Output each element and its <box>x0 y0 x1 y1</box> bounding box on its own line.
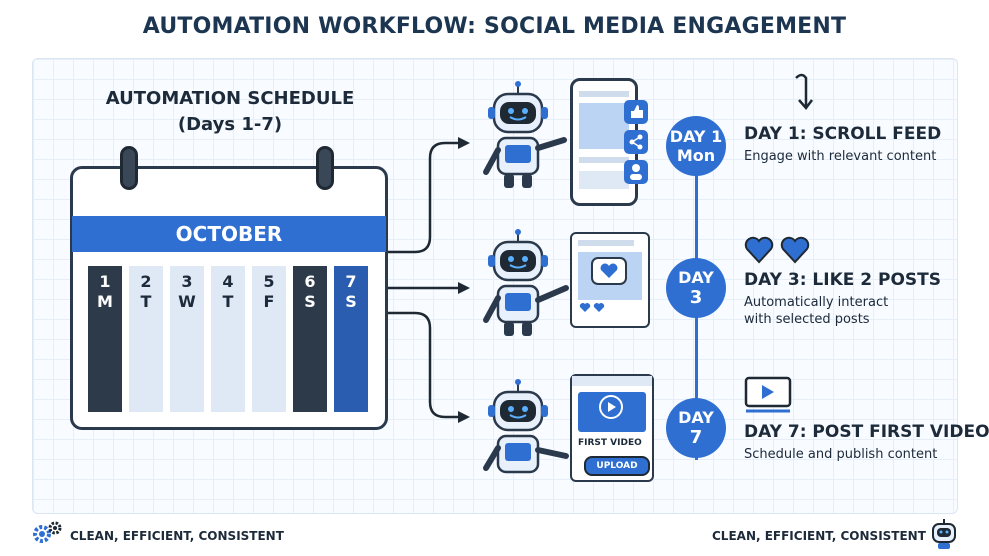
heart-bubble-icon <box>591 257 627 285</box>
day7-badge: DAY 7 <box>666 398 726 458</box>
day-number: 4 <box>222 272 234 291</box>
day-letter: W <box>178 292 196 311</box>
schedule-heading: AUTOMATION SCHEDULE (Days 1-7) <box>80 86 380 138</box>
day-number: 6 <box>304 272 316 291</box>
day-letter: T <box>140 292 152 311</box>
calendar-ring-right <box>316 146 334 190</box>
calendar-ring-left <box>120 146 138 190</box>
day3-badge: DAY 3 <box>666 258 726 318</box>
video-caption: FIRST VIDEO <box>578 438 642 448</box>
day-number: 1 <box>99 272 111 291</box>
share-icon <box>624 130 648 154</box>
play-icon <box>599 395 623 419</box>
day-number: 7 <box>345 272 357 291</box>
step-desc-day3-line2: with selected posts <box>744 312 870 327</box>
arrow-to-day1 <box>388 141 460 254</box>
step-title-day7: DAY 7: POST FIRST VIDEO <box>744 422 989 442</box>
step-desc-day7: Schedule and publish content <box>744 447 938 462</box>
robot-head-icon <box>932 519 956 549</box>
step-desc-day3-line1: Automatically interact <box>744 295 889 310</box>
footer-left-text: CLEAN, EFFICIENT, CONSISTENT <box>70 529 284 543</box>
step-title-day1: DAY 1: SCROLL FEED <box>744 124 942 144</box>
day-letter: F <box>263 292 275 311</box>
calendar-day-1: 1 M <box>88 266 122 412</box>
video-icon <box>744 376 792 413</box>
upload-button[interactable]: UPLOAD <box>584 456 650 476</box>
day-number: 2 <box>140 272 152 291</box>
hearts-icon <box>744 236 810 264</box>
day-letter: S <box>345 292 357 311</box>
calendar-day-2: 2 T <box>129 266 163 412</box>
calendar-month: OCTOBER <box>72 216 386 252</box>
robot-icon <box>483 81 567 188</box>
feed-post <box>579 171 629 189</box>
gears-icon <box>33 521 62 543</box>
arrow-down-icon <box>795 73 813 110</box>
calendar-day-7: 7 S <box>334 266 368 412</box>
step-title-day3: DAY 3: LIKE 2 POSTS <box>744 270 942 290</box>
calendar-day-6: 6 S <box>293 266 327 412</box>
day-letter: S <box>304 292 316 311</box>
feed-line <box>579 91 629 97</box>
feed-image <box>579 103 629 149</box>
arrowhead-day7 <box>458 411 470 423</box>
arrowhead-day1 <box>458 137 470 149</box>
calendar-day-5: 5 F <box>252 266 286 412</box>
badge-line: DAY <box>678 407 714 427</box>
calendar-day-4: 4 T <box>211 266 245 412</box>
badge-line: Mon <box>676 146 716 165</box>
schedule-title: AUTOMATION SCHEDULE <box>105 88 355 109</box>
calendar-day-3: 3 W <box>170 266 204 412</box>
day-letter: T <box>222 292 234 311</box>
social-actions <box>624 100 648 184</box>
day-number: 3 <box>181 272 193 291</box>
footer-right-text: CLEAN, EFFICIENT, CONSISTENT <box>712 529 926 543</box>
small-hearts-icon <box>579 303 605 312</box>
feed-line <box>579 157 629 163</box>
schedule-subtitle: (Days 1-7) <box>177 114 283 135</box>
day1-badge: DAY 1 Mon <box>666 116 726 176</box>
badge-line: DAY 1 <box>669 127 723 146</box>
badge-line: DAY <box>678 267 714 287</box>
step-desc-day1: Engage with relevant content <box>744 149 937 164</box>
badge-line: 3 <box>689 286 703 308</box>
window-bar <box>572 376 652 386</box>
video-thumbnail <box>578 392 646 432</box>
day-number: 5 <box>263 272 275 291</box>
video-card: FIRST VIDEO UPLOAD <box>570 374 654 482</box>
robot-icon <box>483 379 569 474</box>
arrowhead-day3 <box>458 282 470 294</box>
robot-icon <box>483 229 569 336</box>
page-title: AUTOMATION WORKFLOW: SOCIAL MEDIA ENGAGE… <box>142 14 847 39</box>
day-letter: M <box>97 292 113 311</box>
arrow-to-day7 <box>388 311 460 419</box>
badge-line: 7 <box>689 426 703 448</box>
post-line <box>578 240 634 246</box>
